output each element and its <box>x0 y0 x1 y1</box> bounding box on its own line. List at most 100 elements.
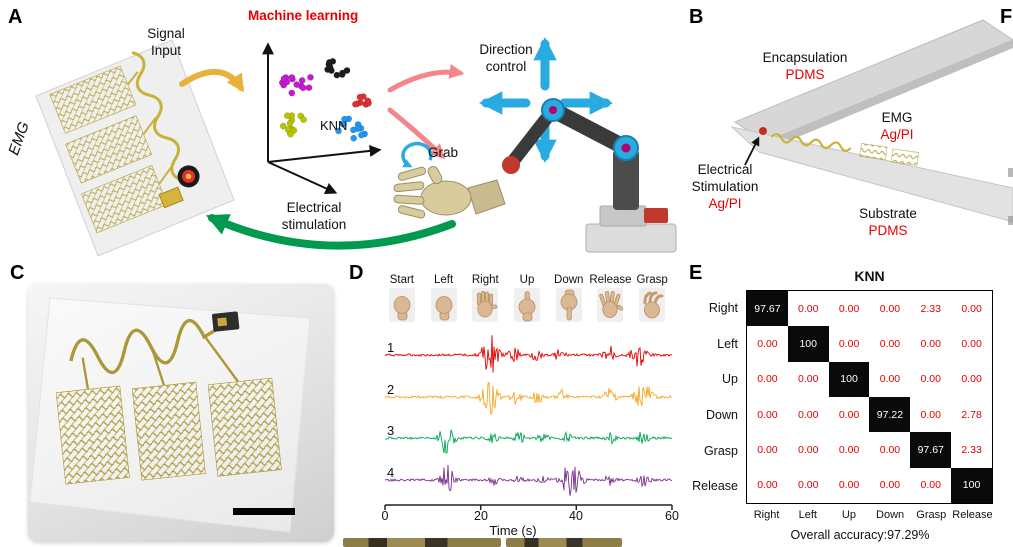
gesture-label: Down <box>554 274 584 286</box>
gesture-item: Up <box>506 274 548 322</box>
channel-label-3: 3 <box>387 423 395 438</box>
hand-photo-up <box>514 288 541 322</box>
confusion-cell-grasp-grasp: 97.67 <box>910 432 952 468</box>
panel-label-d: D <box>349 262 364 284</box>
channel-label-1: 1 <box>387 340 395 355</box>
signal-arrow <box>179 68 244 93</box>
confusion-cell-left-left: 100 <box>787 326 829 362</box>
scatter-dots <box>278 58 372 142</box>
encapsulation-caption: Encapsulation PDMS <box>745 50 865 84</box>
confusion-cell-release-left: 0.00 <box>798 479 819 492</box>
confusion-cell-grasp-up: 0.00 <box>838 443 860 456</box>
matrix-col-label: Up <box>841 509 856 521</box>
confusion-cell-down-up: 0.00 <box>838 408 860 421</box>
panel-label-e: E <box>689 262 703 284</box>
matrix-row-label: Up <box>722 372 738 387</box>
stimulation-material: Ag/PI <box>708 195 742 211</box>
matrix-col-label: Right <box>753 509 780 521</box>
grab-swirl-arrow <box>401 141 433 168</box>
robot-arm-illustration <box>502 98 677 253</box>
confusion-cell-left-up: 0.00 <box>838 337 860 350</box>
matrix-col-label: Down <box>876 509 905 521</box>
matrix-row-label: Right <box>708 300 738 315</box>
confusion-cell-up-right: 0.00 <box>757 373 778 386</box>
confusion-matrix-title: KNN <box>854 268 885 284</box>
confusion-cell-grasp-right: 0.00 <box>757 443 778 456</box>
cropped-photo-strip <box>506 538 622 547</box>
confusion-cell-up-up: 100 <box>828 361 870 397</box>
confusion-cell-right-release: 0.00 <box>961 302 982 315</box>
confusion-matrix-grid: 97.67 0.00 0.00 0.00 2.33 0.00 0.00 100 0.00 0.00… <box>746 290 993 504</box>
x-tick-label: 40 <box>569 509 583 523</box>
panel-b-device-layers: B Encapsulation PDMS EMG Ag/PI Electrica… <box>685 0 1013 262</box>
confusion-cell-release-up: 0.00 <box>838 479 860 492</box>
confusion-cell-down-grasp: 0.00 <box>920 408 941 421</box>
knn-label: KNN <box>320 118 348 133</box>
machine-learning-label: Machine learning <box>248 8 359 23</box>
confusion-cell-left-right: 0.00 <box>757 337 778 350</box>
stimulation-arrow <box>205 214 456 250</box>
matrix-row-label: Grasp <box>703 443 738 458</box>
overall-accuracy: Overall accuracy:97.29% <box>790 528 930 542</box>
emg-caption: EMG Ag/PI <box>857 110 937 144</box>
matrix-row-label: Left <box>717 336 738 351</box>
x-tick-label: 60 <box>665 509 679 523</box>
emg-title: EMG <box>881 110 913 125</box>
scale-bar <box>233 508 295 515</box>
stimulation-electrode-dot <box>759 127 767 135</box>
device-photo-illustration <box>29 297 311 533</box>
confusion-cell-up-release: 0.00 <box>961 373 982 386</box>
confusion-cell-release-release: 100 <box>951 467 992 503</box>
cropped-panel-f-fragment <box>1008 168 1013 177</box>
confusion-cell-right-grasp: 2.33 <box>920 302 941 315</box>
confusion-cell-grasp-down: 0.00 <box>879 443 901 456</box>
confusion-cell-down-down: 97.22 <box>869 396 911 433</box>
stimulation-pointer-arrow <box>744 136 760 166</box>
confusion-cell-down-release: 2.78 <box>961 408 982 421</box>
encapsulation-material: PDMS <box>785 66 825 82</box>
confusion-cell-right-up: 0.00 <box>838 302 860 315</box>
matrix-col-label: Left <box>798 509 817 521</box>
matrix-row-label: Release <box>692 479 738 494</box>
gesture-label: Grasp <box>636 274 668 286</box>
gesture-label: Up <box>519 274 535 286</box>
device-photograph <box>28 284 334 542</box>
confusion-cell-left-release: 0.00 <box>961 337 982 350</box>
x-tick-label: 0 <box>381 509 389 523</box>
panel-label-b: B <box>689 6 704 28</box>
hand-photo-left <box>430 288 457 322</box>
to-grab-arrow <box>387 107 446 160</box>
electrical-stimulation-label: Electrical stimulation <box>281 200 347 232</box>
panel-label-f: F <box>1000 6 1013 28</box>
hand-photo-right <box>472 288 499 322</box>
knn-scatter-plot <box>262 42 382 194</box>
gesture-label: Start <box>389 274 414 286</box>
confusion-cell-release-down: 0.00 <box>879 479 901 492</box>
confusion-cell-up-down: 0.00 <box>879 373 901 386</box>
confusion-cell-right-down: 0.00 <box>879 302 901 315</box>
confusion-cell-release-right: 0.00 <box>757 479 778 492</box>
confusion-cell-up-left: 0.00 <box>798 373 819 386</box>
grab-label: Grab <box>427 145 458 160</box>
gesture-item: Right <box>464 274 506 322</box>
hand-photo-down <box>555 288 582 322</box>
confusion-cell-grasp-left: 0.00 <box>798 443 819 456</box>
confusion-cell-grasp-release: 2.33 <box>961 443 982 456</box>
to-direction-arrow <box>387 63 465 93</box>
x-axis-label: Time (s) <box>489 523 537 538</box>
confusion-cell-left-down: 0.00 <box>879 337 901 350</box>
confusion-cell-left-grasp: 0.00 <box>920 337 941 350</box>
hand-photo-release <box>597 288 624 322</box>
matrix-row-label: Down <box>706 407 738 422</box>
gesture-item: Release <box>589 274 632 322</box>
stimulation-caption: Electrical Stimulation Ag/PI <box>685 162 765 213</box>
panel-label-a: A <box>8 6 23 28</box>
panel-label-c: C <box>10 262 25 284</box>
channel-label-2: 2 <box>387 382 395 397</box>
channel-label-4: 4 <box>387 465 395 480</box>
emg-trace-on-substrate <box>770 133 920 166</box>
gesture-item: Start <box>381 274 423 322</box>
